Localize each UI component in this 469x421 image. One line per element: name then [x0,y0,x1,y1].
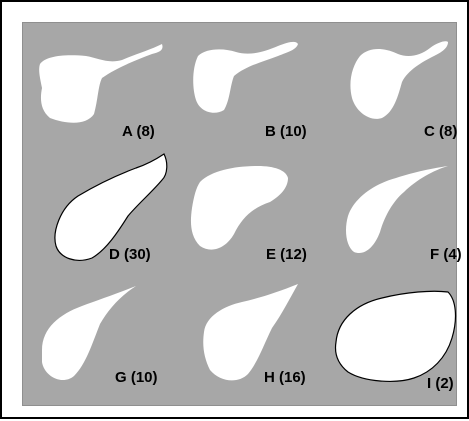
shape-d-label: D (30) [109,246,151,263]
shape-e-label: E (12) [266,246,307,263]
shape-i-label: I (2) [427,375,454,392]
shape-c-outline [350,41,448,119]
shape-a: A (8) [39,44,162,140]
shape-h: H (16) [203,284,305,386]
shape-i: I (2) [336,291,456,392]
shape-h-label: H (16) [264,369,306,386]
shape-f: F (4) [346,166,462,263]
shape-a-outline [39,44,162,123]
shape-d: D (30) [55,154,167,263]
shape-c: C (8) [350,41,457,140]
shape-h-outline [203,284,298,380]
shape-b: B (10) [193,42,306,140]
shape-b-outline [193,42,298,113]
shape-g: G (10) [42,286,158,386]
shape-f-label: F (4) [430,246,462,263]
shape-g-label: G (10) [115,369,158,386]
shape-d-outline [55,154,167,260]
shape-f-outline [346,166,448,253]
shape-e-outline [191,166,288,250]
shape-a-label: A (8) [122,123,155,140]
shape-i-outline [336,291,456,381]
shape-b-label: B (10) [265,123,307,140]
shape-e: E (12) [191,166,307,263]
shape-g-outline [42,286,136,380]
shape-c-label: C (8) [424,123,457,140]
